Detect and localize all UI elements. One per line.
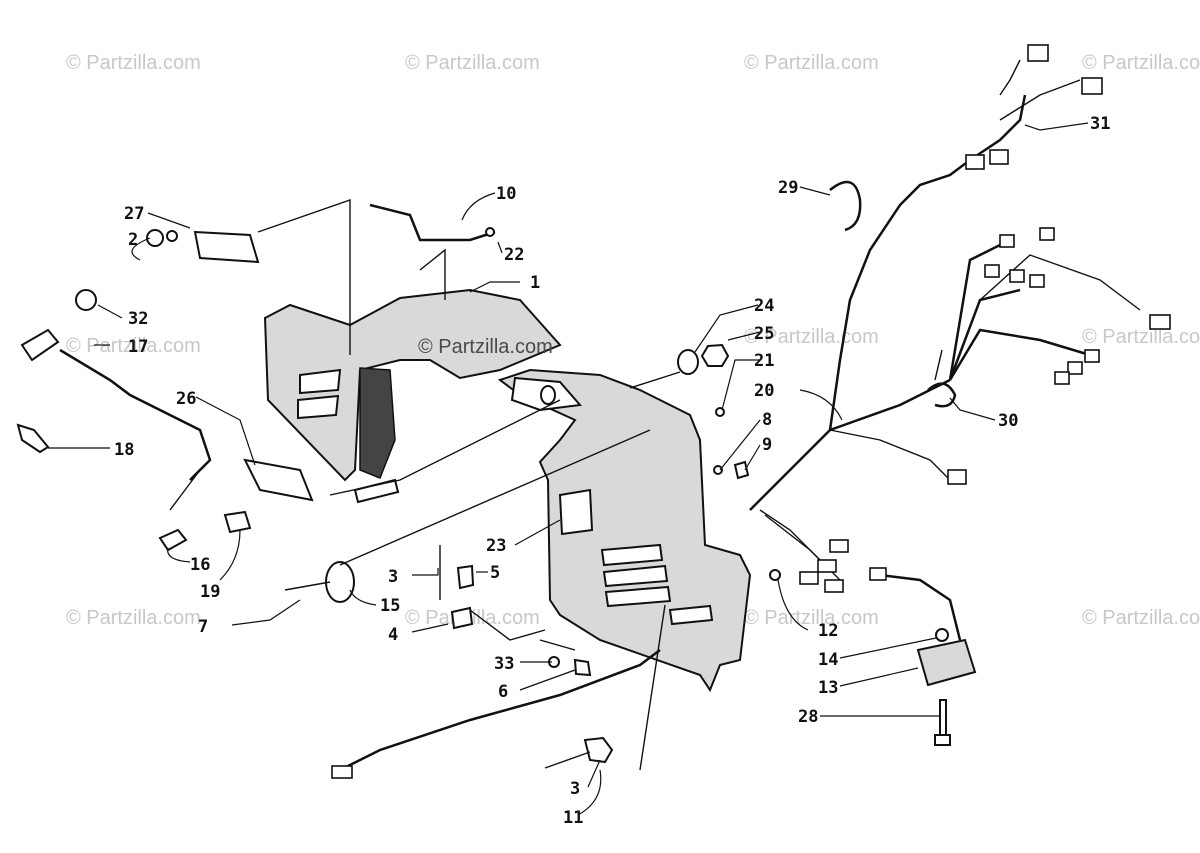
callout-5: 5 (490, 563, 500, 583)
callout-19: 19 (200, 582, 220, 602)
callout-3: 3 (388, 567, 398, 587)
callout-31: 31 (1090, 114, 1110, 134)
callout-7: 7 (198, 617, 208, 637)
assembly-guide-lines (257, 199, 681, 771)
callout-25: 25 (754, 324, 774, 344)
callout-6: 6 (498, 682, 508, 702)
watermark: © Partzilla.com (1082, 52, 1200, 74)
callout-22: 22 (504, 245, 524, 265)
callout-labels: 1 2 3 3 4 5 6 7 8 9 10 11 12 13 14 15 16… (114, 114, 1110, 828)
callout-27: 27 (124, 204, 144, 224)
regulator (869, 567, 977, 746)
bracket-26 (243, 458, 400, 504)
callout-23: 23 (486, 536, 506, 556)
callout-10: 10 (496, 184, 516, 204)
callout-14: 14 (818, 650, 838, 670)
callout-26: 26 (176, 389, 196, 409)
clip-parts (439, 545, 592, 677)
watermark: © Partzilla.com (66, 52, 201, 74)
watermark: © Partzilla.com (405, 607, 540, 629)
ignition-switch (146, 229, 260, 264)
key (158, 510, 252, 552)
callout-30: 30 (998, 411, 1018, 431)
clamp-29 (829, 180, 862, 232)
callout-16: 16 (190, 555, 210, 575)
leader-lines (48, 122, 1089, 816)
callout-9: 9 (762, 435, 772, 455)
callout-4: 4 (388, 625, 398, 645)
callout-17: 17 (128, 337, 148, 357)
lower-cable (331, 649, 661, 779)
watermark: © Partzilla.com (66, 607, 201, 629)
wiring-harness (749, 44, 1171, 593)
callout-29: 29 (778, 178, 798, 198)
callout-2: 2 (128, 230, 138, 250)
washers (677, 343, 781, 581)
callout-12: 12 (818, 621, 838, 641)
callout-15: 15 (380, 596, 400, 616)
watermark: © Partzilla.com (66, 335, 201, 357)
callout-3: 3 (570, 779, 580, 799)
throttle-lever (16, 423, 50, 454)
callout-21: 21 (754, 351, 774, 371)
callout-28: 28 (798, 707, 818, 727)
callout-20: 20 (754, 381, 774, 401)
callout-18: 18 (114, 440, 134, 460)
watermark: © Partzilla.com (405, 52, 540, 74)
hose-10 (369, 203, 496, 242)
watermark: © Partzilla.com (1082, 326, 1200, 348)
callout-1: 1 (530, 273, 540, 293)
grommet-15 (284, 561, 355, 603)
watermark: © Partzilla.com (1082, 607, 1200, 629)
console-housing (263, 288, 752, 693)
watermark: © Partzilla.com (744, 52, 879, 74)
callout-13: 13 (818, 678, 838, 698)
tie-30 (927, 349, 957, 408)
callout-32: 32 (128, 309, 148, 329)
callout-11: 11 (563, 808, 583, 828)
callout-33: 33 (494, 654, 514, 674)
watermark-center: © Partzilla.com (418, 336, 553, 358)
choke-cable (20, 289, 212, 511)
callout-24: 24 (754, 296, 774, 316)
watermark: © Partzilla.com (744, 607, 879, 629)
callout-8: 8 (762, 410, 772, 430)
